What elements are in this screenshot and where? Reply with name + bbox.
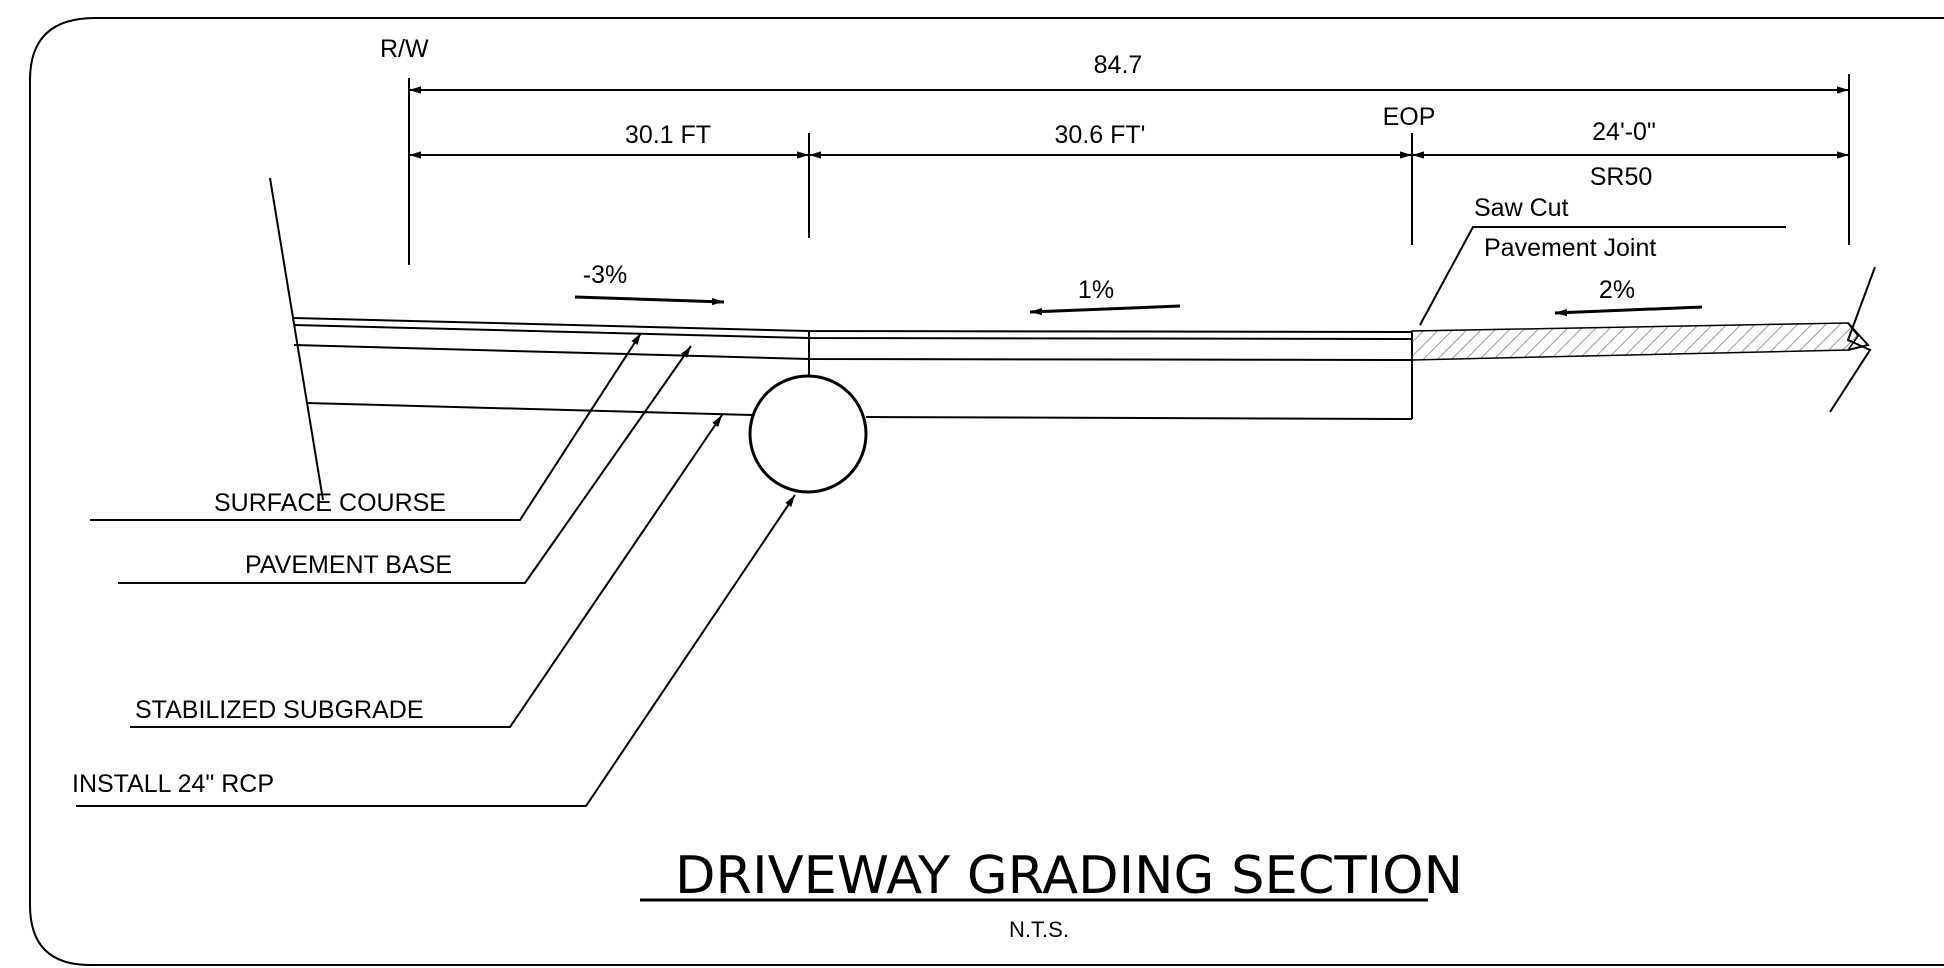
pavement-base-leader (118, 345, 692, 584)
stabilized-subgrade-leader (130, 414, 723, 728)
existing-pavement-hatch (1411, 322, 1859, 361)
subgrade-right-bottom (865, 416, 1413, 420)
segment-3-label: 24'-0" (1592, 118, 1656, 146)
overall-dimension-label: 84.7 (1094, 51, 1143, 79)
stabilized-subgrade-label: STABILIZED SUBGRADE (135, 696, 424, 724)
pavement-base-bottom (293, 344, 1413, 361)
slope-middle-arrow (1029, 304, 1181, 316)
slope-left-label: -3% (583, 261, 627, 289)
saw-cut-label: Saw Cut (1474, 194, 1569, 222)
slope-middle-label: 1% (1078, 276, 1114, 304)
pavement-base-label: PAVEMENT BASE (245, 551, 452, 579)
pavement-joint-label: Pavement Joint (1484, 234, 1656, 262)
slope-left-arrow (574, 295, 725, 306)
install-rcp-label: INSTALL 24" RCP (72, 770, 274, 798)
drawing-title: DRIVEWAY GRADING SECTION (675, 846, 1463, 906)
segment-1-label: 30.1 FT (625, 121, 711, 149)
break-line-2 (1847, 322, 1870, 351)
rcp-pipe-circle (748, 374, 868, 494)
surface-course-label: SURFACE COURSE (214, 489, 446, 517)
road-name-label: SR50 (1590, 163, 1653, 191)
sheet-border (29, 17, 1944, 966)
install-rcp-leader (76, 494, 796, 807)
scale-note: N.T.S. (1009, 917, 1069, 942)
slope-right-label: 2% (1599, 276, 1635, 304)
subgrade-left-bottom (305, 402, 753, 416)
saw-cut-leader (1419, 226, 1786, 326)
slope-right-arrow (1554, 305, 1703, 317)
segment-2-label: 30.6 FT' (1055, 121, 1146, 149)
eop-label: EOP (1383, 103, 1436, 131)
embankment-line (269, 177, 324, 501)
rw-label: R/W (380, 35, 429, 63)
surface-course-leader (90, 332, 642, 521)
break-line (1829, 266, 1876, 413)
